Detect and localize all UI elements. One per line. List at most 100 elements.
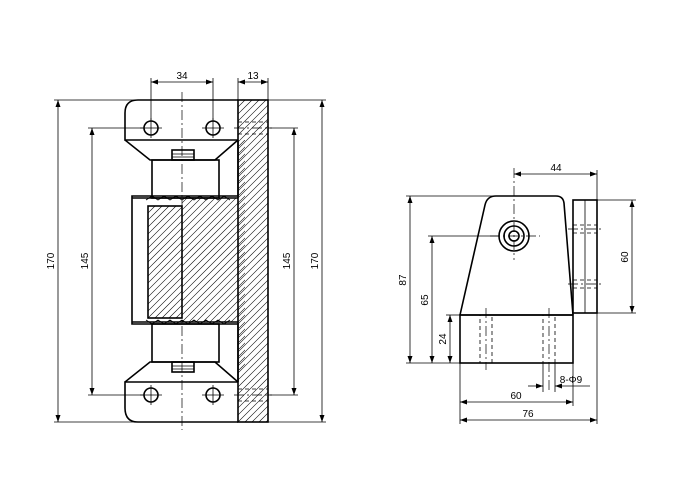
hatch-line <box>182 140 239 370</box>
dim-13-label: 13 <box>247 71 259 82</box>
hatch-line <box>258 412 268 422</box>
dim-145-left-label: 145 <box>80 252 91 269</box>
hatch-line <box>148 206 177 235</box>
dim-170-right-label: 170 <box>310 252 321 269</box>
hatch-line <box>182 140 245 370</box>
hatch-line <box>182 140 245 370</box>
hatch-line <box>238 356 268 388</box>
hatch-line <box>238 216 268 248</box>
hatch-line <box>238 328 268 360</box>
hatch-line <box>182 140 211 370</box>
dim-34: 34 <box>150 71 214 120</box>
bracket-body <box>124 99 245 423</box>
hatch-line <box>244 398 268 422</box>
dim-65-label: 65 <box>420 294 431 306</box>
hatch-line <box>182 140 245 370</box>
dim-44: 44 <box>514 163 598 200</box>
hatch-line <box>238 181 268 213</box>
hatch-line <box>238 363 268 395</box>
hatch-line <box>182 140 245 370</box>
hatch-line <box>238 377 268 409</box>
hatch-line <box>238 321 268 353</box>
dim-65: 65 <box>420 235 499 363</box>
side-body <box>459 168 574 316</box>
hatch-line <box>224 140 245 370</box>
dim-145-left: 145 <box>80 127 144 396</box>
dim-holes: 8-Φ9 <box>528 363 590 392</box>
hatch-line <box>182 140 204 370</box>
hatch-line <box>148 276 182 312</box>
hatch-line <box>210 140 245 370</box>
hatch-line <box>182 140 245 370</box>
hatch-line <box>182 140 197 370</box>
rubber-block <box>147 205 183 319</box>
hatch-line <box>182 140 245 370</box>
hatch-line <box>238 139 268 171</box>
dim-145-right: 145 <box>268 127 298 396</box>
hatch-line <box>182 140 245 370</box>
hatch-line <box>148 234 182 270</box>
hatch-line <box>182 140 225 370</box>
hatch-line <box>189 140 245 370</box>
hatch-line <box>148 220 182 256</box>
hatch-line <box>148 255 182 291</box>
top-roller <box>145 149 231 201</box>
hatch-line <box>148 248 182 284</box>
hatch-line <box>238 100 239 101</box>
hatch-line <box>154 290 182 318</box>
hatch-line <box>182 140 245 370</box>
hatch-line <box>238 100 253 115</box>
dim-170-left-label: 170 <box>46 252 57 269</box>
hatch-line <box>238 100 260 122</box>
dim-87: 87 <box>398 195 496 364</box>
hatch-line <box>238 140 245 370</box>
hatch-line <box>203 140 245 370</box>
side-base <box>459 308 574 392</box>
dim-24: 24 <box>438 314 460 363</box>
mounting-plate <box>234 99 272 423</box>
hatch-line <box>251 405 268 422</box>
hatch-line <box>182 140 245 370</box>
hatch-line <box>148 206 170 228</box>
front-view: 34 13 170 145 145 <box>46 71 326 430</box>
dim-145-right-label: 145 <box>282 252 293 269</box>
hatch-line <box>182 140 245 370</box>
hatch-line <box>161 297 182 318</box>
hatch-line <box>182 140 190 370</box>
hatch-line <box>238 146 268 178</box>
hatch-line <box>148 206 163 221</box>
hatch-line <box>182 140 245 370</box>
hatch-line <box>238 223 268 255</box>
hatch-line <box>238 251 268 283</box>
dim-holes-label: 8-Φ9 <box>560 375 583 386</box>
hatch-line <box>238 335 268 367</box>
hatch-line <box>238 293 268 325</box>
hatch-line <box>182 140 245 370</box>
hatch-line <box>182 140 245 370</box>
dim-24-label: 24 <box>438 333 449 345</box>
dim-76: 76 <box>460 313 598 424</box>
hatch-line <box>238 202 268 234</box>
hatch-line <box>148 241 182 277</box>
hatch-line <box>238 132 268 164</box>
dim-13: 13 <box>237 71 269 100</box>
dim-170-right: 170 <box>268 99 326 423</box>
side-mounting-plate <box>568 199 603 314</box>
dim-44-label: 44 <box>550 163 562 174</box>
hatch-line <box>238 349 268 381</box>
hatch-line <box>182 140 245 370</box>
hatch-line <box>238 370 268 402</box>
hatch-line <box>148 206 156 214</box>
hatch-line <box>238 237 268 269</box>
hatch-line <box>148 269 182 305</box>
hatch-line <box>217 140 245 370</box>
hatch-line <box>182 140 245 370</box>
dim-87-label: 87 <box>398 274 409 286</box>
hatch-line <box>182 140 245 370</box>
hatch-line <box>182 140 245 370</box>
hatch-line <box>238 342 268 374</box>
dim-60-bottom-label: 60 <box>510 391 522 402</box>
dim-34-label: 34 <box>176 71 188 82</box>
hatch-line <box>238 258 268 290</box>
